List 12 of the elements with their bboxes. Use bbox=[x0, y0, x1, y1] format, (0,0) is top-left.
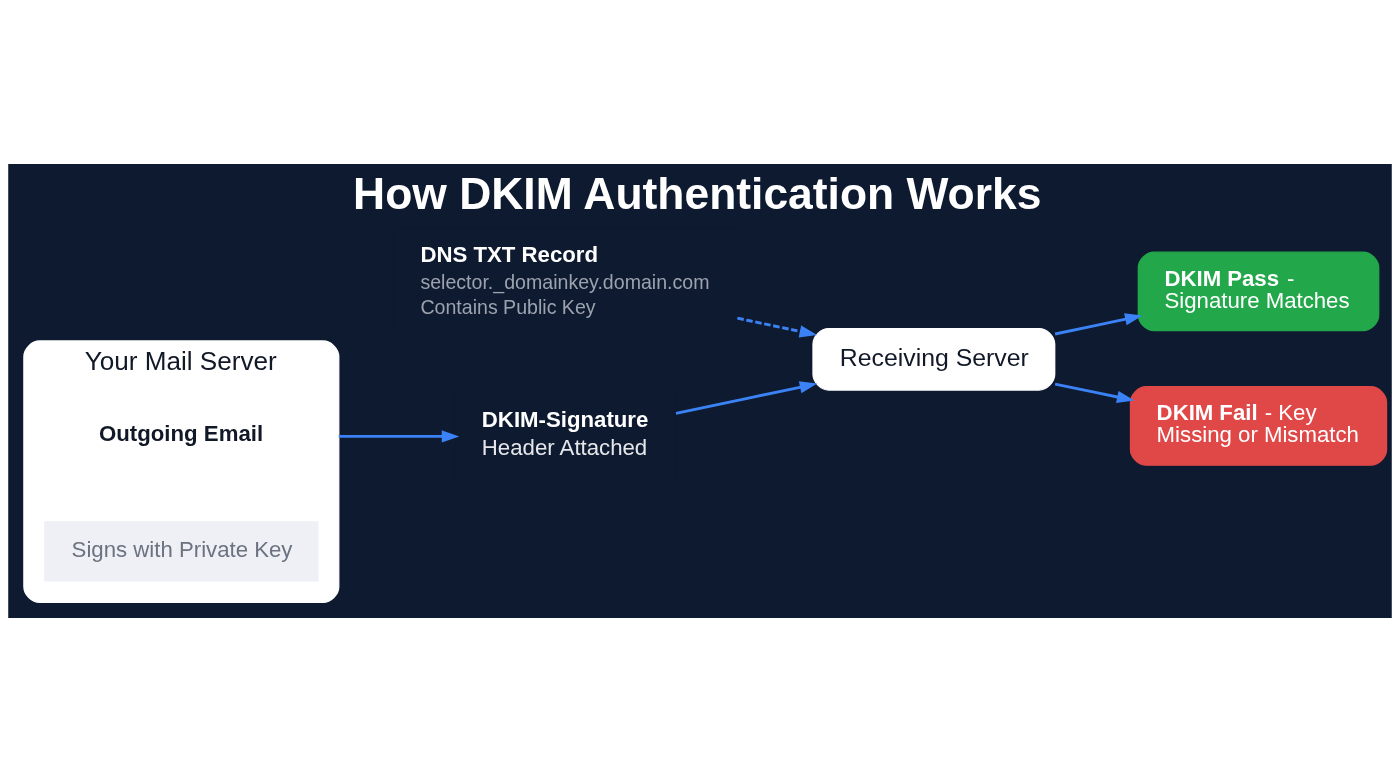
node-text: Outgoing Email bbox=[99, 420, 264, 446]
arrow bbox=[1054, 382, 1135, 403]
node-box: DKIM Fail - Key Missing or Mismatch bbox=[1129, 385, 1388, 466]
arrow bbox=[338, 429, 460, 443]
arrow bbox=[675, 380, 818, 415]
arrow bbox=[737, 316, 818, 337]
node-text: DNS TXT Record selector._domainkey.domain.com Contains Public Key bbox=[420, 241, 710, 318]
arrow bbox=[1054, 312, 1143, 335]
node-box: DKIM Pass - Signature Matches bbox=[1137, 251, 1380, 331]
node-text: DKIM-Signature Header Attached bbox=[481, 406, 649, 460]
node-box: Receiving Server bbox=[812, 327, 1056, 391]
diagram-title: How DKIM Authentication Works bbox=[353, 168, 1042, 218]
